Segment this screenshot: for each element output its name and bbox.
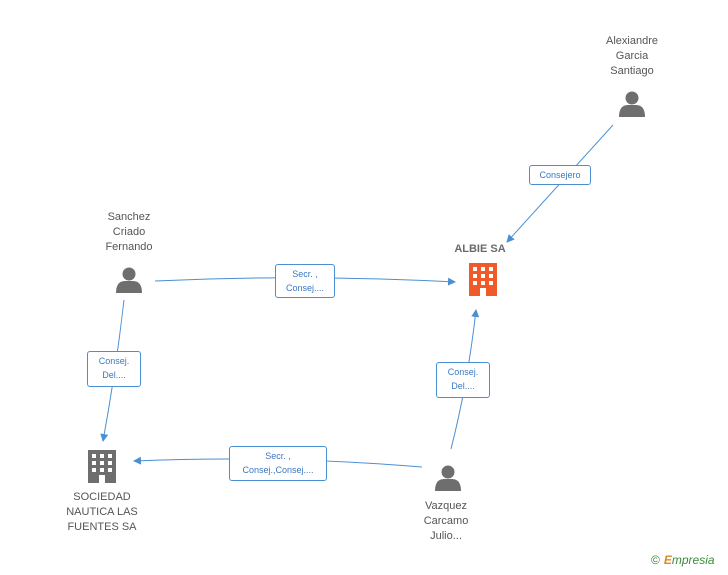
node-label-alexandre[interactable]: Alexiandre Garcia Santiago xyxy=(606,35,658,77)
node-label-sanchez[interactable]: Sanchez Criado Fernando xyxy=(105,211,153,253)
building-icon[interactable] xyxy=(469,263,497,296)
edge-label-sanchez-sociedad[interactable]: Consej. Del.... xyxy=(87,351,141,387)
node-label-sociedad[interactable]: SOCIEDAD NAUTICA LAS FUENTES SA xyxy=(66,491,138,533)
edge-label-alexandre-albie[interactable]: Consejero xyxy=(529,165,591,185)
brand-name: mpresia xyxy=(671,553,715,567)
person-icon[interactable] xyxy=(619,91,645,118)
edge-label-sanchez-albie[interactable]: Secr. , Consej.... xyxy=(275,264,335,298)
node-label-albie[interactable]: ALBIE SA xyxy=(454,243,506,255)
building-icon[interactable] xyxy=(88,450,116,483)
copyright-icon: © xyxy=(651,553,660,567)
person-icon[interactable] xyxy=(116,267,142,294)
empresia-brand: ©Empresia xyxy=(651,553,715,567)
edge-label-vazquez-sociedad[interactable]: Secr. , Consej.,Consej.... xyxy=(229,446,327,481)
brand-initial: E xyxy=(663,553,672,567)
edge-label-vazquez-albie[interactable]: Consej. Del.... xyxy=(436,362,490,398)
node-label-vazquez[interactable]: Vazquez Carcamo Julio... xyxy=(423,500,469,542)
person-icon[interactable] xyxy=(435,465,461,492)
